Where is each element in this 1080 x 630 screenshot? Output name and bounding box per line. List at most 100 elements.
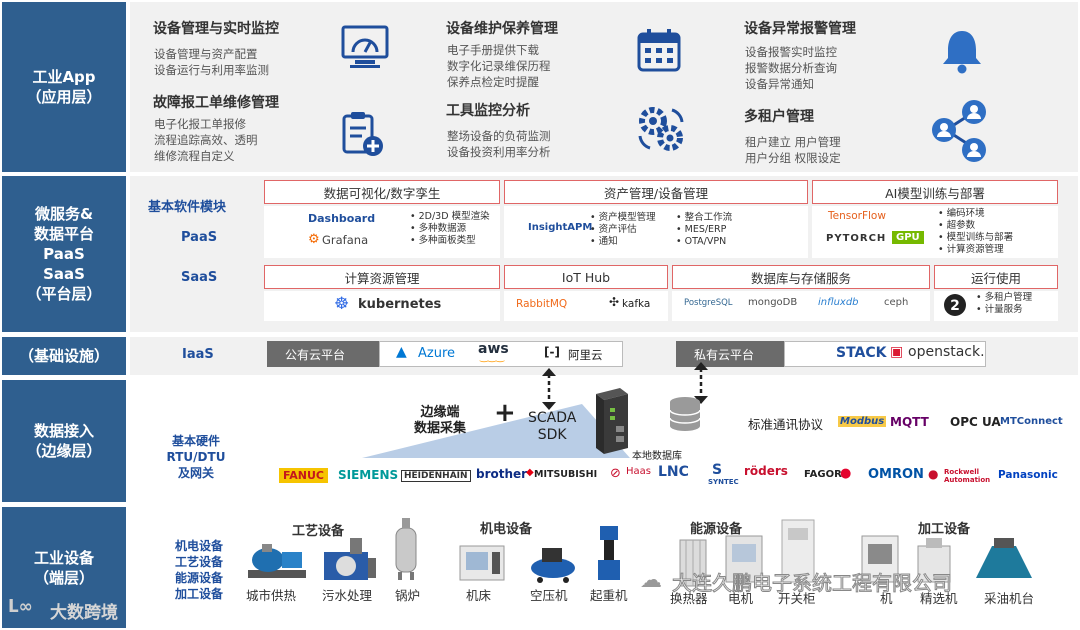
category-energy: 能源设备 bbox=[690, 522, 743, 537]
brand-fanuc: FANUC bbox=[279, 468, 328, 483]
grafana-icon: ⚙ bbox=[308, 232, 320, 247]
asset-bullets-1: • 资产模型管理 • 资产评估 • 通知 bbox=[590, 212, 656, 247]
db-panel bbox=[672, 291, 930, 321]
kubernetes-icon: ☸ bbox=[334, 294, 350, 314]
asset-title-box: 资产管理/设备管理 bbox=[504, 180, 808, 204]
device-label-selector: 精选机 bbox=[920, 591, 958, 606]
viz-bullets: • 2D/3D 模型渲染 • 多种数据源 • 多种面板类型 bbox=[410, 211, 490, 246]
ops-bullets: • 多租户管理 • 计量服务 bbox=[976, 292, 1033, 315]
gauge-icon bbox=[341, 25, 389, 68]
motor-icon bbox=[725, 535, 763, 583]
gateway-device-icon bbox=[596, 388, 628, 454]
app-title-tenant: 多租户管理 bbox=[744, 109, 814, 125]
public-cloud-tab: 公有云平台 bbox=[267, 341, 379, 367]
app-lines-repair: 电子化报工单报修 流程追踪高效、透明 维修流程自定义 bbox=[154, 117, 258, 163]
layer-label-platform: 微服务& 数据平台 PaaS SaaS （平台层） bbox=[2, 176, 126, 332]
app-title-repair: 故障报工单维修管理 bbox=[153, 95, 279, 111]
users-network-icon bbox=[932, 100, 986, 162]
mtconnect-logo: MTConnect bbox=[1000, 416, 1063, 427]
sewage-treatment-icon bbox=[324, 538, 376, 580]
brand-watermark-icon: ᒪ∞ bbox=[8, 597, 33, 617]
mqtt-logo: MQTT bbox=[890, 415, 929, 429]
app-lines-tools: 整场设备的负荷监测 设备投资利用率分析 bbox=[447, 129, 551, 159]
ai-panel bbox=[812, 206, 1058, 258]
bell-icon bbox=[943, 31, 981, 74]
basic-modules-label: 基本软件模块 bbox=[148, 200, 227, 215]
aws-smile-icon: ‿‿‿ bbox=[480, 352, 505, 363]
postgresql-logo: PostgreSQL bbox=[684, 298, 733, 308]
public-cloud-panel bbox=[379, 341, 623, 367]
ops-title-box: 运行使用 bbox=[934, 265, 1058, 289]
air-compressor-icon bbox=[531, 548, 575, 583]
brand-omron: OMRON bbox=[868, 467, 924, 482]
device-label-heating: 城市供热 bbox=[246, 588, 297, 603]
calendar-icon bbox=[637, 29, 681, 72]
app-lines-alarm: 设备报警实时监控 报警数据分析查询 设备异常通知 bbox=[745, 45, 837, 91]
svg-text:2: 2 bbox=[950, 298, 960, 314]
brand-heidenhain: HEIDENHAIN bbox=[401, 470, 471, 482]
insightapm-logo: InsightAPM bbox=[528, 222, 593, 233]
asset-bullets-2: • 整合工作流 • MES/ERP • OTA/VPN bbox=[676, 212, 733, 247]
boiler-icon bbox=[395, 518, 417, 580]
opcua-logo: OPC UA bbox=[950, 415, 1001, 429]
brand-siemens: SIEMENS bbox=[338, 468, 399, 482]
openstack-logo: openstack. bbox=[908, 344, 985, 360]
wechat-icon: ☁ bbox=[640, 568, 662, 593]
switch-cabinet-icon bbox=[781, 519, 815, 583]
local-database-icon bbox=[669, 397, 701, 431]
edge-plus-label: + bbox=[494, 398, 516, 428]
device-label-oil-rig: 采油机台 bbox=[984, 591, 1035, 606]
app-lines-tenant: 租户建立 用户管理 用户分组 权限设定 bbox=[745, 135, 841, 165]
arrow-up-down-right bbox=[694, 362, 708, 404]
processing-machine-icon bbox=[861, 535, 899, 583]
brand-fagor: FAGOR bbox=[804, 469, 842, 480]
haas-icon: ⊘ bbox=[610, 466, 621, 481]
iot-panel bbox=[504, 291, 668, 321]
gpu-logo: GPU bbox=[892, 231, 924, 244]
app-band bbox=[130, 2, 1078, 172]
azure-logo: Azure bbox=[418, 346, 456, 361]
brand-rockwell: Rockwell Automation bbox=[944, 468, 991, 484]
viz-title-box: 数据可视化/数字孪生 bbox=[264, 180, 500, 204]
dashboard-logo: Dashboard bbox=[308, 212, 376, 225]
paas-label: PaaS bbox=[181, 230, 218, 245]
viz-panel bbox=[264, 206, 500, 258]
local-db-label: 本地数据库 bbox=[632, 451, 682, 462]
brand-mitsubishi: MITSUBISHI bbox=[534, 469, 598, 480]
device-label-machine-tool: 机床 bbox=[466, 588, 492, 603]
ceph-logo: ceph bbox=[884, 297, 909, 308]
pytorch-logo: PYTORCH bbox=[826, 233, 887, 244]
device-label-crane: 起重机 bbox=[590, 588, 628, 603]
oil-rig-icon bbox=[976, 538, 1032, 578]
edge-triangle-shape bbox=[362, 404, 630, 458]
machine-tool-icon bbox=[459, 545, 505, 581]
fagor-icon: ● bbox=[840, 466, 852, 481]
protocol-label: 标准通讯协议 bbox=[748, 417, 824, 432]
device-label-motor: 电机 bbox=[728, 591, 754, 606]
stack-logo: STACK bbox=[836, 345, 887, 361]
gears-icon bbox=[638, 107, 684, 151]
app-title-tools: 工具监控分析 bbox=[446, 103, 530, 119]
compute-title-box: 计算资源管理 bbox=[264, 265, 500, 289]
device-label-compressor: 空压机 bbox=[530, 588, 568, 603]
compute-panel bbox=[264, 291, 500, 321]
crane-icon bbox=[598, 526, 620, 580]
device-label-heat-exchanger: 换热器 bbox=[670, 591, 708, 606]
mitsubishi-icon: ◆ bbox=[526, 467, 534, 478]
modbus-logo: Modbus bbox=[838, 416, 887, 427]
clipboard-icon bbox=[342, 112, 383, 156]
edge-hardware-label: 基本硬件 RTU/DTU 及网关 bbox=[166, 434, 226, 480]
layer-label-app: 工业App （应用层） bbox=[2, 2, 126, 172]
layer-label-device: 工业设备 （端层） bbox=[2, 507, 126, 628]
category-process: 工艺设备 bbox=[292, 524, 345, 539]
azure-icon: ▲ bbox=[396, 344, 407, 360]
device-label-sewage: 污水处理 bbox=[322, 588, 373, 603]
kubernetes-logo: kubernetes bbox=[358, 297, 442, 312]
device-label-boiler: 锅炉 bbox=[395, 588, 421, 603]
company-watermark: 大连久鹏电子系统工程有限公司 bbox=[672, 571, 953, 596]
kafka-logo: kafka bbox=[622, 298, 651, 310]
saas-label: SaaS bbox=[181, 270, 218, 285]
app-title-monitor: 设备管理与实时监控 bbox=[153, 21, 279, 37]
brand-syntec: SYNTEC bbox=[708, 478, 739, 486]
heat-exchanger-icon bbox=[679, 539, 707, 587]
